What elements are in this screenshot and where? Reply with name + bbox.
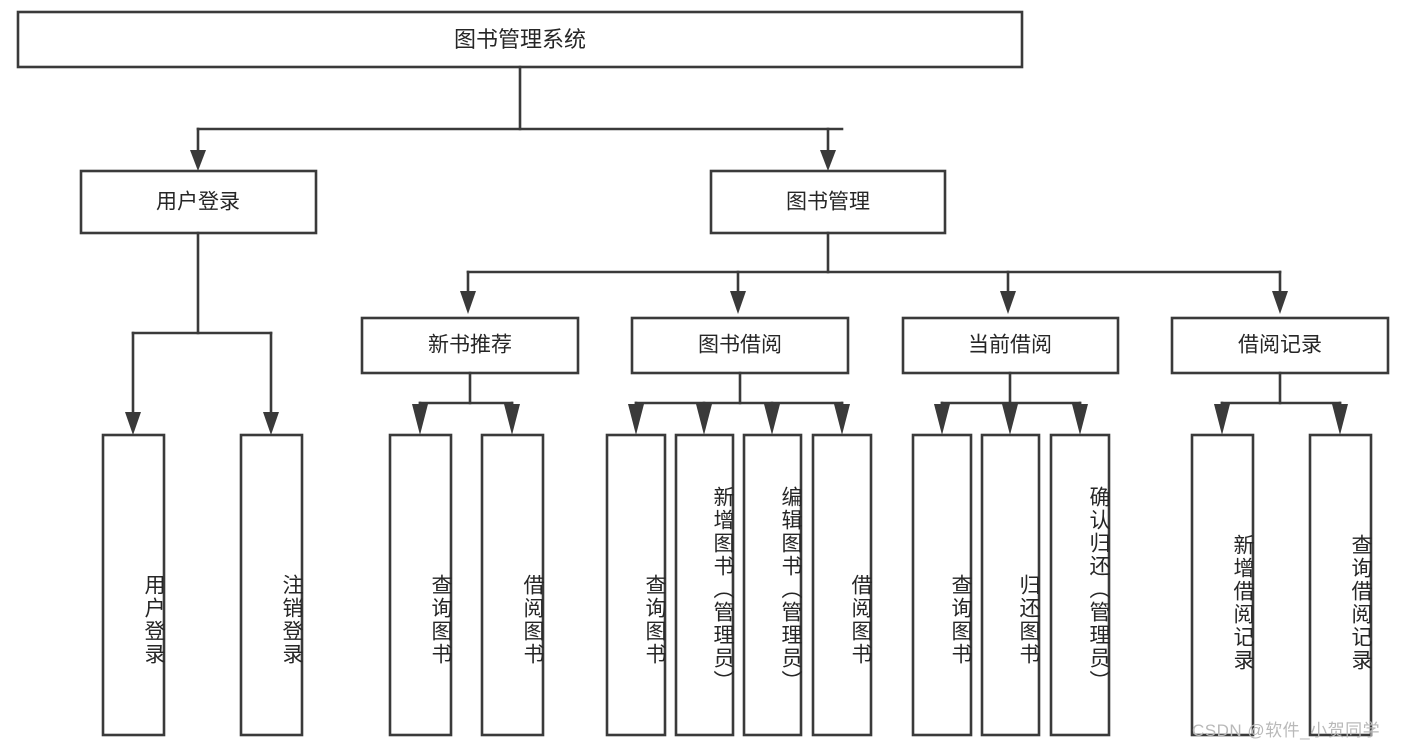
arrow-head-icon <box>820 150 836 171</box>
leaf-box-add-borrow-record[interactable] <box>1190 433 1255 737</box>
node-book-borrow[interactable]: 图书借阅 <box>630 316 850 375</box>
arrow-head-icon <box>834 404 850 435</box>
connector-root-to-level2 <box>190 65 844 171</box>
node-user-login[interactable]: 用户登录 <box>79 169 318 235</box>
leaf-box-query-book-3[interactable] <box>911 433 973 737</box>
node-user-login-box[interactable] <box>79 169 318 235</box>
node-new-book-recommend-label: 新书推荐 <box>428 334 512 357</box>
connector-book-management-to-level3 <box>460 231 1288 314</box>
leaf-box-user-login[interactable] <box>101 433 166 737</box>
leaf-box-confirm-return-admin[interactable] <box>1049 433 1111 737</box>
arrow-head-icon <box>1072 404 1088 435</box>
arrow-head-icon <box>1272 291 1288 314</box>
leaf-box-query-borrow-record[interactable] <box>1308 433 1373 737</box>
arrow-head-icon <box>1214 404 1230 435</box>
arrow-head-icon <box>628 404 644 435</box>
node-root[interactable]: 图书管理系统 <box>16 10 1024 69</box>
arrow-head-icon <box>1332 404 1348 435</box>
connector-new-book-recommend-to-leaves <box>412 371 520 435</box>
arrow-head-icon <box>730 291 746 314</box>
arrow-head-icon <box>1002 404 1018 435</box>
arrow-head-icon <box>934 404 950 435</box>
node-book-management-label: 图书管理 <box>786 191 870 214</box>
connector-current-borrow-to-leaves <box>934 371 1088 435</box>
connector-borrow-record-to-leaves <box>1214 371 1348 435</box>
leaf-box-logout[interactable] <box>239 433 304 737</box>
leaf-box-borrow-book-2[interactable] <box>811 433 873 737</box>
leaf-box-query-book-2[interactable] <box>605 433 667 737</box>
node-current-borrow-label: 当前借阅 <box>968 334 1052 357</box>
node-current-borrow[interactable]: 当前借阅 <box>901 316 1120 375</box>
arrow-head-icon <box>263 412 279 435</box>
arrow-head-icon <box>504 404 520 435</box>
leaf-box-edit-book-admin[interactable] <box>742 433 803 737</box>
leaf-box-query-book-1[interactable] <box>388 433 453 737</box>
connector-user-login-to-leaves <box>125 231 279 435</box>
arrow-head-icon <box>696 404 712 435</box>
arrow-head-icon <box>190 150 206 171</box>
node-new-book-recommend[interactable]: 新书推荐 <box>360 316 580 375</box>
node-root-box[interactable] <box>16 10 1024 69</box>
arrow-head-icon <box>1000 291 1016 314</box>
connector-book-borrow-to-leaves <box>628 371 850 435</box>
arrow-head-icon <box>412 404 428 435</box>
node-book-borrow-label: 图书借阅 <box>698 334 782 357</box>
watermark-text: CSDN @软件_小贺同学 <box>1192 721 1381 740</box>
node-new-book-recommend-box[interactable] <box>360 316 580 375</box>
node-borrow-record[interactable]: 借阅记录 <box>1170 316 1390 375</box>
node-current-borrow-box[interactable] <box>901 316 1120 375</box>
leaf-box-add-book-admin[interactable] <box>674 433 735 737</box>
arrow-head-icon <box>764 404 780 435</box>
node-borrow-record-label: 借阅记录 <box>1238 334 1322 357</box>
node-user-login-label: 用户登录 <box>156 191 240 214</box>
node-root-label: 图书管理系统 <box>454 27 586 52</box>
leaf-box-return-book[interactable] <box>980 433 1041 737</box>
node-book-management[interactable]: 图书管理 <box>709 169 947 235</box>
arrow-head-icon <box>460 291 476 314</box>
arrow-head-icon <box>125 412 141 435</box>
leaf-box-borrow-book-1[interactable] <box>480 433 545 737</box>
